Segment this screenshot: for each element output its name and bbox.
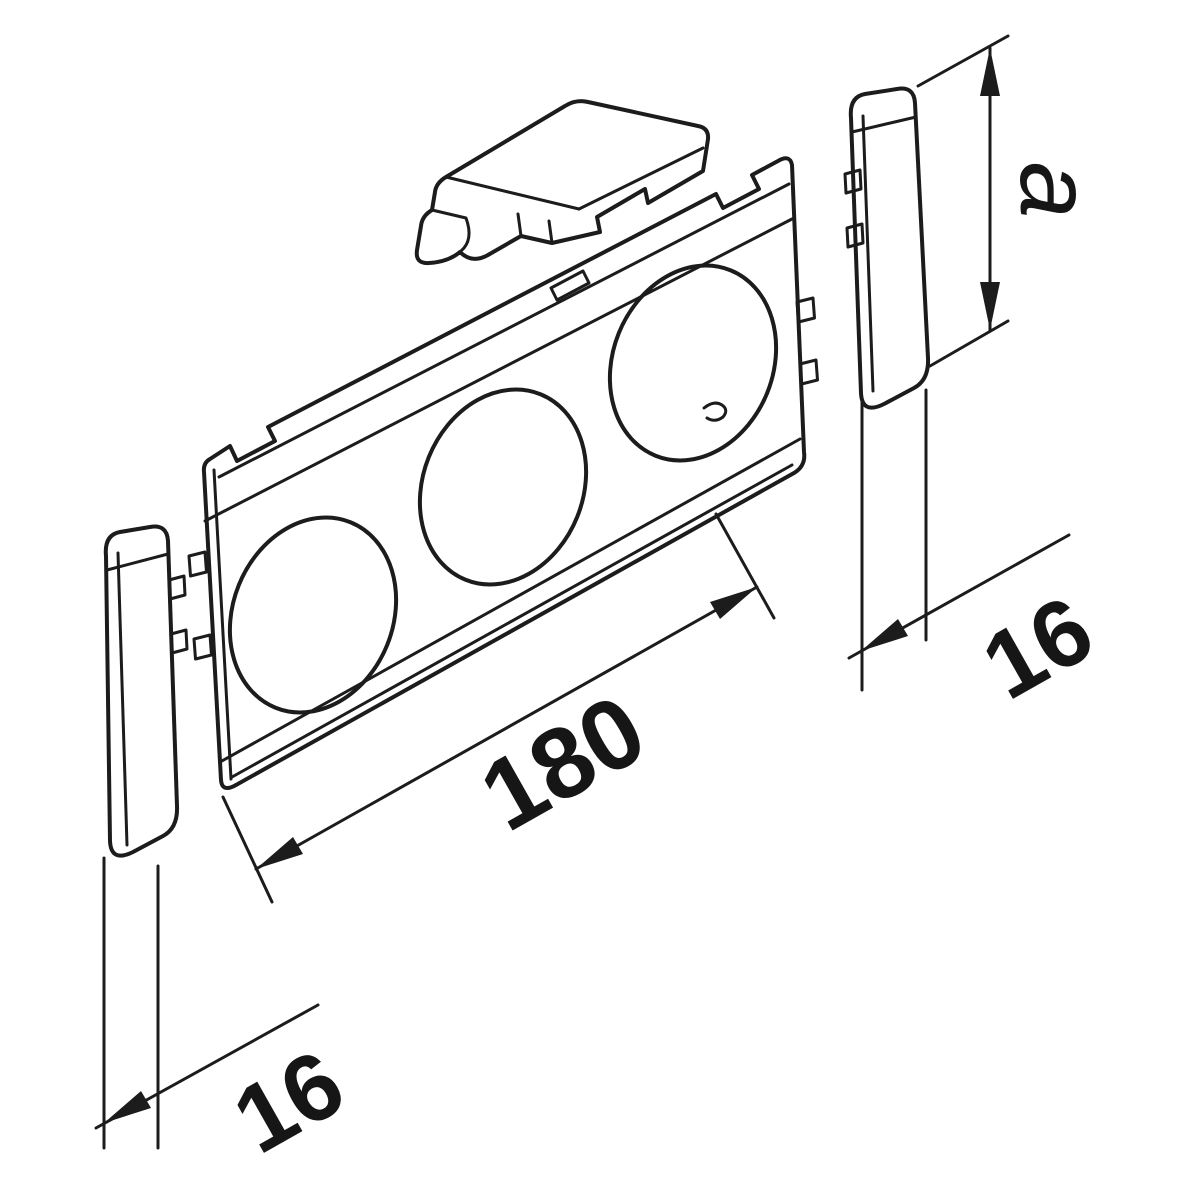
socket-hole-right [607,263,779,463]
mounting-clip [414,99,711,266]
length-dimension-line [254,585,759,871]
length-extension-lines [221,512,776,904]
length-arrow-right [710,587,757,619]
mounting-clip-step-lines [516,212,554,245]
dimension-length-180: 180 [221,512,776,904]
height-extension-lines [916,34,1010,368]
mounting-clip-outline [414,99,711,266]
right-profile-strip-edges [860,388,928,692]
left-end-profile-latch-tabs [167,574,189,655]
right-depth-arrow [861,619,908,651]
socket-hole-middle [417,387,589,587]
left-profile-strip-edges [102,856,160,1150]
length-arrow-left [256,837,303,869]
cover-plate-outline [201,156,807,791]
right-end-profile-inner-line [861,114,875,393]
cover-plate-bottom-lip-line [230,463,794,779]
mounting-clip-top-face-edge [444,175,581,211]
socket-hole-left [227,515,399,715]
mounting-clip-hook [430,208,471,253]
left-end-profile-inner-line [116,551,129,847]
dim-label-depth-right: 16 [966,576,1110,720]
cover-plate-left-edge-line [212,468,233,781]
clip-slot [549,269,591,302]
left-end-profile [102,524,189,1150]
right-end-profile-outline [848,86,931,410]
mounting-clip-end-face-edge [577,146,705,211]
dimension-height-a: a [916,34,1113,368]
right-end-profile-latch-tabs [843,168,865,249]
left-end-profile-cap-line [105,552,170,572]
cover-plate-right-latch-tabs [795,296,819,386]
right-end-profile-cap-line [850,115,918,134]
cover-plate-lower-fold-line [218,437,802,764]
dim-label-length: 180 [463,673,663,853]
height-arrow-up [980,48,1000,96]
right-end-profile [843,86,931,692]
cover-plate-upper-fold-line [203,217,794,523]
left-end-profile-outline [103,524,180,858]
height-arrow-down [980,282,1000,330]
left-depth-arrow [104,1091,151,1123]
dimension-depth-16-right: 16 [847,533,1110,720]
cover-plate-left-latch-tabs [187,550,213,661]
dim-label-depth-left: 16 [217,1030,361,1174]
cover-plate [187,156,819,791]
molded-mark [702,401,728,422]
dimension-depth-16-left: 16 [94,1003,361,1174]
cover-plate-top-lip-line [217,182,791,479]
dim-label-height: a [999,162,1113,219]
